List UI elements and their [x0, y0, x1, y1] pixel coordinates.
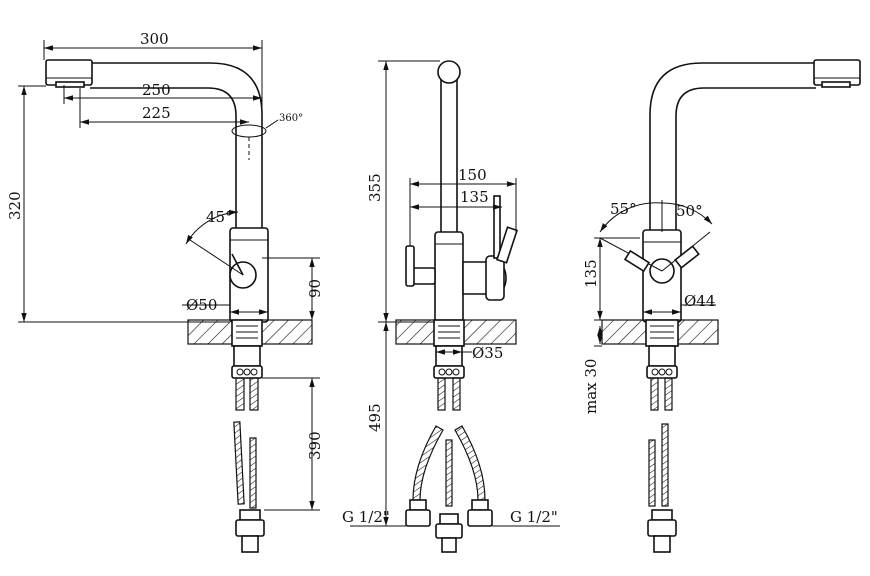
front-below-length-label: 495: [366, 403, 384, 432]
front-lever-left: [405, 245, 415, 287]
side-reach-mid-label: 250: [142, 81, 171, 99]
front-hose-left: [412, 425, 444, 501]
side-lever: [231, 253, 244, 276]
side-view: 300 250 225 360° 320 45° Ø50 90 390: [6, 30, 324, 553]
front-thread-diameter-label: Ø35: [472, 344, 503, 362]
front-hose-center: [445, 439, 453, 507]
side-lever-angle-label: 45°: [206, 208, 233, 226]
side-hose-left: [235, 377, 245, 411]
side-hose-length-label: 390: [306, 431, 324, 460]
side-rotation-label: 360°: [279, 113, 303, 124]
front-view: 355 150 135 Ø35 495 G 1/2" G 1/2": [342, 60, 560, 553]
rear-view: 55° 50° 135 Ø44 max 30: [582, 59, 861, 553]
rear-body-diameter-label: Ø44: [684, 292, 715, 310]
rear-body-height-label: 135: [582, 259, 600, 288]
front-hose-right: [454, 425, 486, 501]
front-spout-column: [440, 77, 458, 234]
front-width-inner-label: 135: [460, 188, 489, 206]
rear-angle-left-label: 55°: [610, 200, 637, 218]
rear-angle-right-label: 50°: [676, 202, 703, 220]
side-reach-total-label: 300: [140, 30, 169, 48]
front-connection-left-label: G 1/2": [342, 508, 390, 526]
side-height-total-label: 320: [6, 191, 24, 220]
front-spout-head: [437, 60, 461, 84]
rear-hose-left: [648, 439, 656, 507]
rear-hose-right: [661, 423, 669, 507]
front-height-total-label: 355: [366, 173, 384, 202]
front-body: [434, 231, 464, 323]
front-connection-right-label: G 1/2": [510, 508, 558, 526]
front-width-outer-label: 150: [458, 166, 487, 184]
rear-max-thickness-label: max 30: [582, 359, 600, 414]
side-lever-height-label: 90: [306, 279, 324, 298]
side-spout: [90, 62, 263, 230]
side-reach-short-label: 225: [142, 104, 171, 122]
rear-spout: [649, 62, 816, 232]
side-hose-right: [249, 377, 259, 411]
side-body-diameter-label: Ø50: [186, 296, 217, 314]
